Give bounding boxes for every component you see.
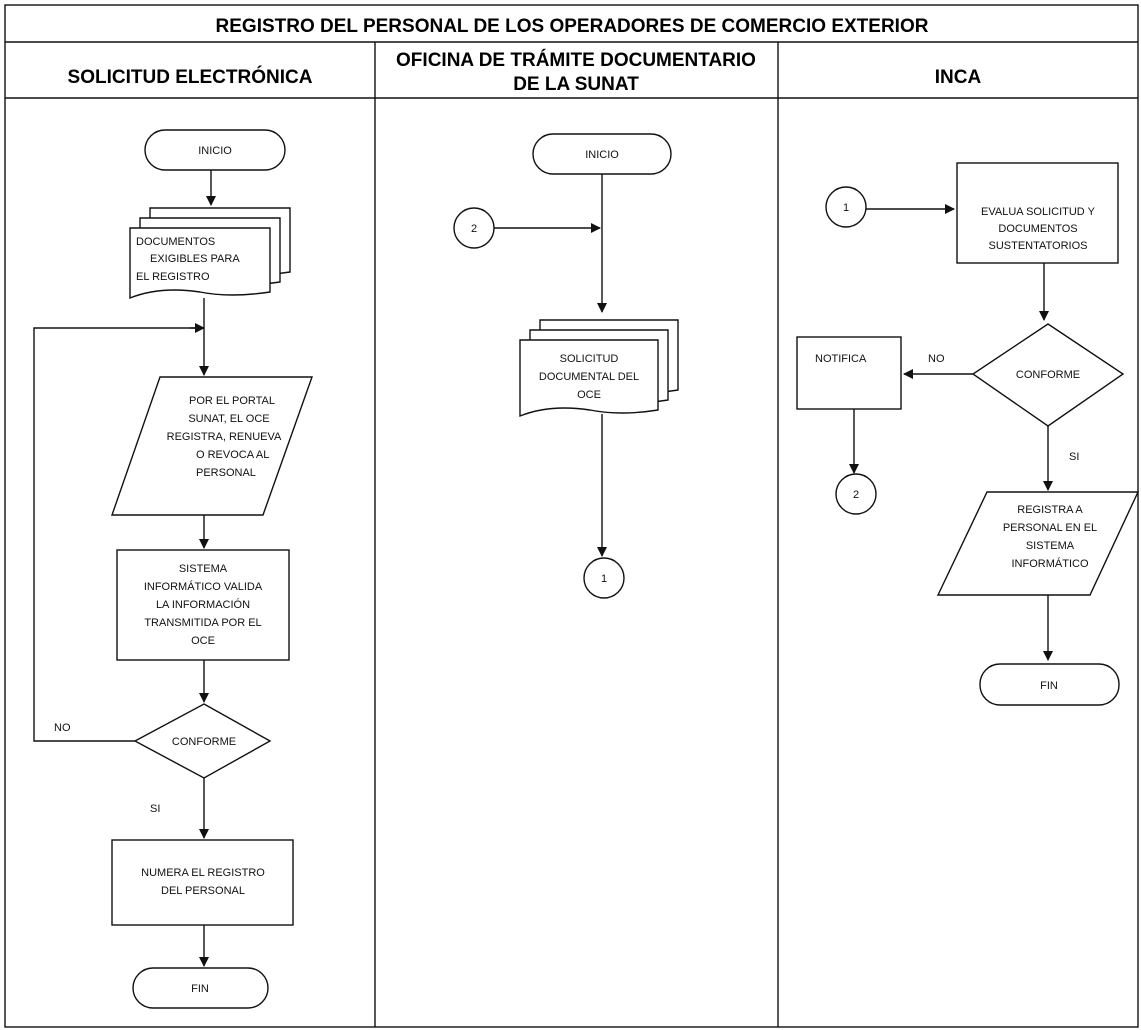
- lane1-documents: DOCUMENTOS EXIGIBLES PARA EL REGISTRO: [129, 207, 291, 300]
- lane1-validate-line2: INFORMÁTICO VALIDA: [144, 580, 263, 593]
- lane3-evaluate-line1: EVALUA SOLICITUD Y: [981, 206, 1096, 218]
- lane1-number-line1: NUMERA EL REGISTRO: [141, 867, 265, 879]
- lane3-end-terminal: FIN: [979, 663, 1120, 706]
- lane1-portal-input: POR EL PORTAL SUNAT, EL OCE REGISTRA, RE…: [111, 376, 313, 516]
- lane2-connector-out: 1: [583, 557, 625, 599]
- lane1-validate-line4: TRANSMITIDA POR EL: [144, 617, 261, 629]
- lane3-connector-in-label: 1: [843, 202, 849, 214]
- lane2-start-terminal: INICIO: [532, 133, 672, 175]
- lane1-number-line2: DEL PERSONAL: [161, 885, 245, 897]
- lane2-docs-line1: SOLICITUD: [560, 353, 619, 365]
- lane1-end-label: FIN: [191, 983, 209, 995]
- lane-header-oficina-line2: DE LA SUNAT: [513, 74, 639, 95]
- lane3-decision-label: CONFORME: [1016, 369, 1080, 381]
- lane2-docs-line3: OCE: [577, 389, 601, 401]
- lane-header-inca: INCA: [935, 67, 982, 88]
- lane3-notify-process: NOTIFICA: [796, 336, 902, 410]
- lane2-docs-line2: DOCUMENTAL DEL: [539, 371, 639, 383]
- lane2-connector-in-label: 2: [471, 223, 477, 235]
- lane1-number-process: NUMERA EL REGISTRO DEL PERSONAL: [111, 839, 294, 926]
- lane1-validate-line5: OCE: [191, 635, 215, 647]
- lane3-si-label: SI: [1069, 451, 1079, 463]
- lane3-connector-in: 1: [825, 186, 867, 228]
- lane3-evaluate-process: EVALUA SOLICITUD Y DOCUMENTOS SUSTENTATO…: [956, 162, 1119, 264]
- lane1-start-terminal: INICIO: [144, 129, 286, 171]
- lane1-decision-label: CONFORME: [172, 736, 236, 748]
- lane3-decision: CONFORME: [971, 323, 1125, 427]
- lane3-evaluate-line3: SUSTENTATORIOS: [988, 240, 1087, 252]
- lane3-no-label: NO: [928, 353, 945, 365]
- lane2-start-label: INICIO: [585, 149, 619, 161]
- lane1-portal-line1: POR EL PORTAL: [189, 395, 275, 407]
- lane1-portal-line3: REGISTRA, RENUEVA: [167, 431, 282, 443]
- lane3-connector-out-label: 2: [853, 489, 859, 501]
- lane2-connector-out-label: 1: [601, 573, 607, 585]
- lane1-validate-line3: LA INFORMACIÓN: [156, 598, 250, 611]
- lane1-validate-line1: SISTEMA: [179, 563, 228, 575]
- lane1-portal-line5: PERSONAL: [196, 467, 256, 479]
- lane3-register-line2: PERSONAL EN EL: [1003, 522, 1097, 534]
- lane1-decision: CONFORME: [133, 703, 272, 779]
- lane1-end-terminal: FIN: [132, 967, 269, 1009]
- lane1-portal-line4: O REVOCA AL: [196, 449, 269, 461]
- lane1-docs-line1: DOCUMENTOS: [136, 236, 215, 248]
- table-frame: [4, 4, 1139, 1028]
- lane3-register-input: REGISTRA A PERSONAL EN EL SISTEMA INFORM…: [936, 491, 1140, 596]
- lane3-end-label: FIN: [1040, 680, 1058, 692]
- lane2-connector-in: 2: [453, 207, 495, 249]
- lane1-docs-line2: EXIGIBLES PARA: [150, 253, 240, 265]
- lane3-register-line4: INFORMÁTICO: [1012, 557, 1089, 570]
- lane1-no-label: NO: [54, 722, 71, 734]
- lane3-register-line3: SISTEMA: [1026, 540, 1075, 552]
- lane3-register-line1: REGISTRA A: [1017, 504, 1083, 516]
- lane1-portal-line2: SUNAT, EL OCE: [188, 413, 269, 425]
- lane1-start-label: INICIO: [198, 145, 232, 157]
- lane1-si-label: SI: [150, 803, 160, 815]
- lane-header-oficina-line1: OFICINA DE TRÁMITE DOCUMENTARIO: [396, 49, 756, 71]
- lane3-notify-label: NOTIFICA: [815, 353, 867, 365]
- diagram-title: REGISTRO DEL PERSONAL DE LOS OPERADORES …: [216, 16, 929, 37]
- lane1-validate-process: SISTEMA INFORMÁTICO VALIDA LA INFORMACIÓ…: [116, 549, 290, 661]
- lane-header-solicitud: SOLICITUD ELECTRÓNICA: [68, 66, 313, 88]
- lane1-docs-line3: EL REGISTRO: [136, 271, 210, 283]
- lane3-evaluate-line2: DOCUMENTOS: [998, 223, 1077, 235]
- lane3-connector-out: 2: [835, 473, 877, 515]
- lane2-documents: SOLICITUD DOCUMENTAL DEL OCE: [519, 319, 679, 418]
